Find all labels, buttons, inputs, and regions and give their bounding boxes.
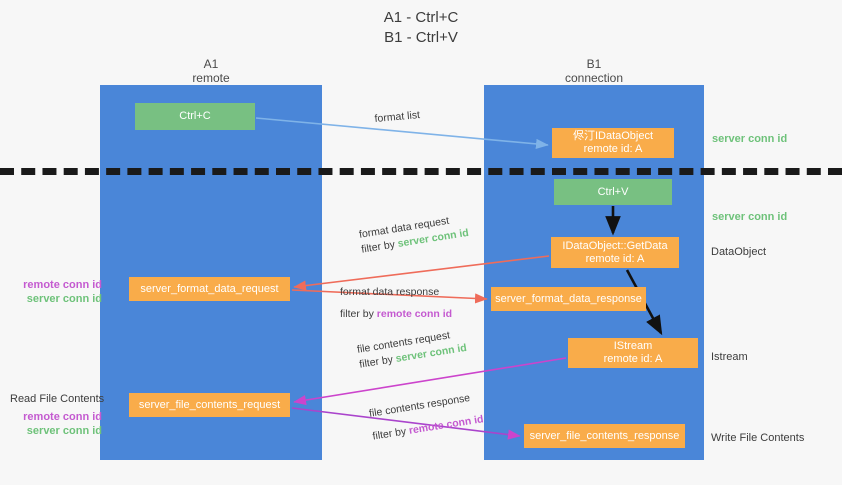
label-left-remote-conn-id-2: remote conn id [23,411,102,423]
box-idataobject-remote-id: remote id: A [583,143,643,155]
box-getdata-remote-id: remote id: A [585,252,645,265]
box-ctrl-c[interactable]: Ctrl+C [135,103,255,130]
lane-header-b1: B1 connection [484,57,704,85]
annotation-filter-by-1: filter by [360,238,396,256]
annotation-format-data-response: format data response filter by remote co… [340,285,452,322]
annotation-filter-by-4: filter by [371,425,408,443]
box-istream-title: IStream [613,340,653,352]
annotation-format-list-text: format list [374,109,421,125]
annotation-remote-conn-id-1: remote conn id [376,308,453,320]
box-idataobject-title: 侭汀IDataObject [572,130,654,142]
box-server-format-data-response-label: server_format_data_response [495,292,642,305]
box-server-file-contents-request-label: server_file_contents_request [138,398,281,411]
lane-a1-subtitle: remote [192,71,230,85]
lane-header-a1: A1 remote [100,57,322,85]
label-right-write-file-contents: Write File Contents [711,432,805,444]
page-title: A1 - Ctrl+C B1 - Ctrl+V [0,8,842,48]
lane-a1-name: A1 [203,57,219,71]
annotation-file-contents-response: file contents response filter by remote … [368,389,485,444]
label-left-remote-conn-id-1: remote conn id [23,279,102,291]
annotation-format-list: format list [374,108,421,127]
box-idataobject-getdata[interactable]: IDataObject::GetData remote id: A [551,237,679,268]
label-left-server-conn-id-1: server conn id [26,293,102,305]
box-ctrl-v[interactable]: Ctrl+V [554,179,672,205]
box-server-file-contents-response-label: server_file_contents_response [529,429,680,442]
box-server-file-contents-request[interactable]: server_file_contents_request [129,393,290,417]
label-left-conn-id-group-2: remote conn id server conn id [10,410,102,438]
annotation-file-contents-request: file contents request filter by server c… [356,326,468,373]
box-getdata-title: IDataObject::GetData [562,239,668,252]
box-ctrl-v-label: Ctrl+V [597,185,629,198]
label-right-server-conn-id-top: server conn id [712,133,788,145]
box-server-format-data-response[interactable]: server_format_data_response [491,287,646,311]
annotation-format-data-response-text: format data response [340,286,440,298]
title-line-1: A1 - Ctrl+C [383,9,459,26]
annotation-filter-by-3: filter by [358,353,394,371]
box-idataobject-format-list[interactable]: 侭汀IDataObject remote id: A [552,128,674,158]
label-right-dataobject: DataObject [711,246,767,258]
phase-divider [0,168,842,175]
lane-b1-name: B1 [586,57,602,71]
label-left-conn-id-group-1: remote conn id server conn id [10,278,102,306]
box-istream[interactable]: IStream remote id: A [568,338,698,368]
box-server-file-contents-response[interactable]: server_file_contents_response [524,424,685,448]
annotation-remote-conn-id-2: remote conn id [408,413,485,437]
box-istream-remote-id: remote id: A [603,353,663,365]
annotation-format-data-request: format data request filter by server con… [358,211,470,258]
label-right-istream: Istream [711,351,748,363]
box-server-format-data-request-label: server_format_data_request [140,282,279,295]
label-left-read-file-contents: Read File Contents [10,393,105,405]
annotation-filter-by-2: filter by [340,308,374,320]
lane-b1-subtitle: connection [564,71,624,85]
box-ctrl-c-label: Ctrl+C [179,110,211,122]
label-left-server-conn-id-2: server conn id [26,425,102,437]
title-line-2: B1 - Ctrl+V [384,29,458,46]
label-right-server-conn-id-mid: server conn id [712,211,788,223]
box-server-format-data-request[interactable]: server_format_data_request [129,277,290,301]
